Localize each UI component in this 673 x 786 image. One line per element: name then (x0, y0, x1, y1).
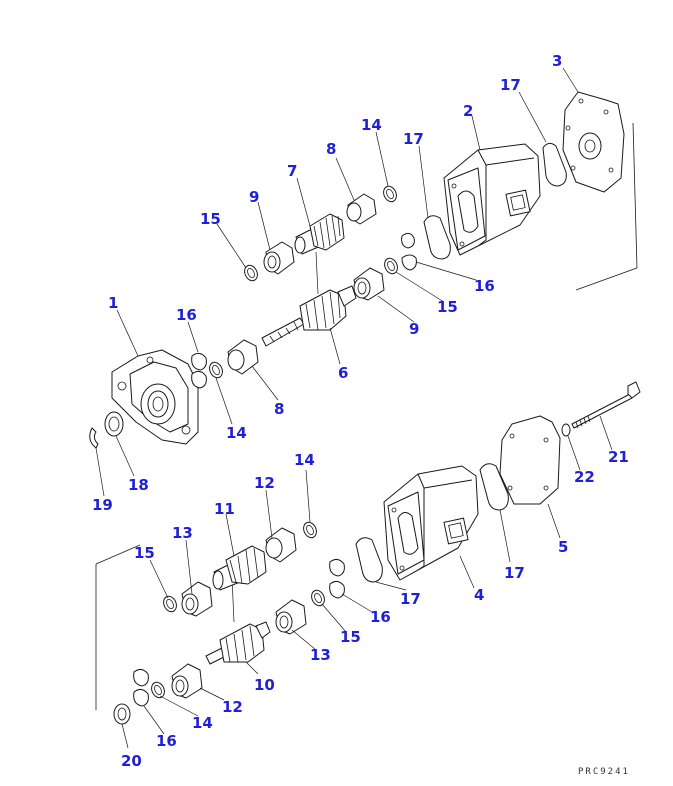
callout-20: 20 (121, 752, 142, 770)
callout-22: 22 (574, 468, 595, 486)
callout-14-lower-upper: 14 (294, 451, 315, 469)
frame-lines (95, 122, 638, 710)
callout-15-lower-right: 15 (340, 628, 361, 646)
part-19-snap-ring (89, 427, 99, 449)
part-15-ring-upper-right (384, 257, 398, 275)
callout-13-left: 13 (172, 524, 193, 542)
callout-9-upper: 9 (249, 188, 259, 206)
callout-7: 7 (287, 162, 297, 180)
callout-8-front: 8 (274, 400, 284, 418)
callout-6: 6 (338, 364, 348, 382)
part-14-ring-upper (383, 185, 397, 203)
callout-2: 2 (463, 102, 473, 120)
part-8-bushing-upper (346, 193, 377, 225)
callout-5: 5 (558, 538, 568, 556)
callout-3: 3 (552, 52, 562, 70)
part-17-gasket-lower-rear (479, 463, 509, 511)
callout-14-upper: 14 (361, 116, 382, 134)
callout-10: 10 (254, 676, 275, 694)
part-14-ring-front-left (209, 361, 223, 379)
reference-code: PRC9241 (578, 767, 630, 777)
part-13-bushing-lower-left (181, 581, 213, 617)
part-12-bushing-lower-upper (265, 527, 297, 563)
part-15-ring-lower-right (311, 589, 325, 607)
part-9-bushing-upper-right (353, 267, 385, 301)
callout-15-upper-left: 15 (200, 210, 221, 228)
part-17-gasket-upper-rear (542, 142, 567, 187)
part-20-coupling (113, 703, 131, 725)
part-16-seal-front-left (191, 352, 207, 389)
part-9-bushing-upper-left (263, 241, 295, 275)
part-11-driven-gear-lower (212, 545, 267, 591)
part-16-seal-lower-bottom (133, 668, 149, 707)
part-5-lower-cover-plate (499, 415, 561, 505)
callout-19: 19 (92, 496, 113, 514)
part-18-oil-seal (104, 411, 124, 437)
callout-17-lower-rear: 17 (504, 564, 525, 582)
callout-1: 1 (108, 294, 118, 312)
callout-16-lower-bottom: 16 (156, 732, 177, 750)
callout-16-lower-right: 16 (370, 608, 391, 626)
part-14-ring-lower-bottom (151, 681, 165, 699)
part-16-seal-upper-right (401, 232, 417, 271)
callout-17-rear: 17 (500, 76, 521, 94)
part-8-bushing-front (227, 339, 259, 375)
callout-15-lower-left: 15 (134, 544, 155, 562)
callout-12-upper: 12 (254, 474, 275, 492)
part-2-pump-body (443, 143, 541, 256)
part-1-front-flange (111, 349, 199, 445)
callout-9-upper-right: 9 (409, 320, 419, 338)
callout-4: 4 (474, 586, 484, 604)
callout-16-upper-right: 16 (474, 277, 495, 295)
callout-21: 21 (608, 448, 629, 466)
callout-12-lower: 12 (222, 698, 243, 716)
callout-8-upper: 8 (326, 140, 336, 158)
part-17-gasket-upper-front (423, 215, 451, 260)
part-10-drive-gear-lower (205, 621, 271, 665)
part-13-bushing-lower-right (275, 599, 307, 635)
callout-16-front-left: 16 (176, 306, 197, 324)
callout-labels: 3 17 2 14 17 8 7 9 15 16 15 9 6 1 16 8 1… (92, 52, 629, 770)
callout-14-lower-bottom: 14 (192, 714, 213, 732)
part-3-cover-plate (562, 91, 625, 193)
callout-15-upper-right: 15 (437, 298, 458, 316)
part-16-seal-lower-right (329, 558, 345, 599)
part-14-ring-lower-upper (303, 521, 317, 539)
part-15-ring-upper-left (244, 264, 258, 282)
callout-11: 11 (214, 500, 235, 518)
part-12-bushing-lower-bottom (171, 663, 203, 699)
callout-14-front-left: 14 (226, 424, 247, 442)
callout-17-front: 17 (403, 130, 424, 148)
part-21-bolt (571, 381, 641, 429)
part-15-ring-lower-left (163, 595, 177, 613)
callout-17-lower-front: 17 (400, 590, 421, 608)
callout-18: 18 (128, 476, 149, 494)
part-7-driven-gear (294, 213, 345, 255)
part-4-lower-pump-body (383, 465, 479, 581)
callout-13-right: 13 (310, 646, 331, 664)
leader-lines (95, 67, 613, 749)
part-22-washer (561, 423, 571, 437)
part-17-gasket-lower-front (355, 537, 383, 583)
part-6-drive-gear-shaft (261, 285, 357, 347)
